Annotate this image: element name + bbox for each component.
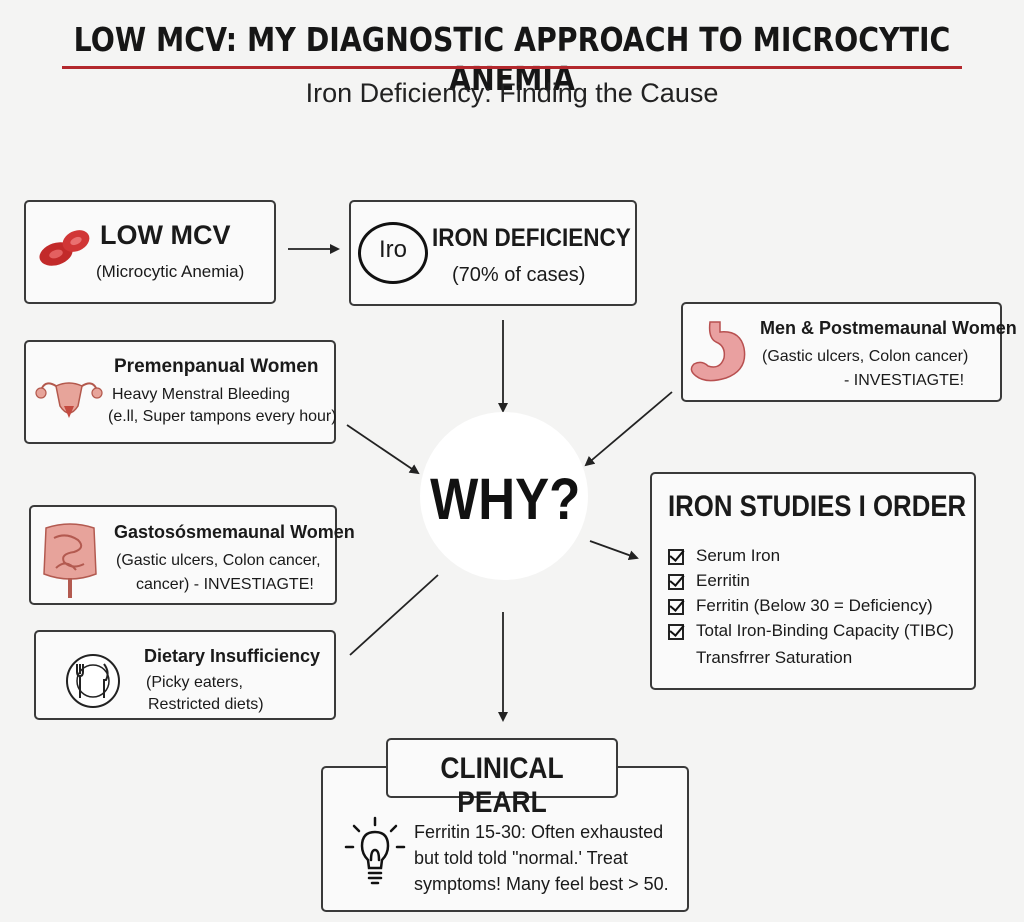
iron-studies-title: IRON STUDIES I ORDER [668, 490, 967, 523]
low-mcv-title: LOW MCV [100, 220, 231, 250]
study-item-3: Ferritin (Below 30 = Deficiency) [696, 596, 933, 615]
stomach-icon [690, 321, 746, 382]
iron-deficiency-title: IRON DEFICIENCY [432, 224, 631, 252]
why-circle [420, 412, 588, 580]
dietary-line2: Restricted diets) [148, 696, 264, 713]
checkbox-ferritin [668, 599, 684, 615]
pearl-line-3: symptoms! Many feel best > 50. [414, 874, 669, 894]
premenopausal-line1: Heavy Menstral Bleeding [112, 386, 290, 403]
men-postmeno-title: Men & Postmemaunal Women [760, 318, 1017, 338]
men-postmeno-line1: (Gastic ulcers, Colon cancer) [762, 348, 969, 365]
iron-icon-text: Iro [378, 236, 407, 263]
study-item-1: Serum Iron [696, 546, 781, 565]
gastro-line1: (Gastic ulcers, Colon cancer, [116, 552, 321, 569]
pearl-line-2: but told told "normal.' Treat [414, 848, 628, 868]
premenopausal-title: Premenpanual Women [114, 356, 319, 377]
red-blood-cells-icon [39, 230, 90, 266]
pearl-line-1: Ferritin 15-30: Often exhausted [414, 822, 664, 842]
study-item-4: Total Iron-Binding Capacity (TIBC) [696, 621, 954, 640]
checkbox-serum-iron [668, 549, 684, 565]
dietary-title: Dietary Insufficiency [144, 646, 321, 666]
checkbox-tibc [668, 624, 684, 640]
arrow-why-to-studies [589, 540, 639, 560]
checkbox-eerritin [668, 574, 684, 590]
lightbulb-icon [344, 816, 406, 885]
iron-element-icon [358, 222, 428, 284]
iron-studies-box [650, 472, 976, 690]
intestines-icon [43, 523, 97, 598]
study-item-extra: Transfrrer Saturation [696, 648, 853, 667]
arrow-premeno-to-why [346, 424, 420, 475]
iron-deficiency-box [349, 200, 637, 306]
premenopausal-line2: (e.ll, Super tampons every hour) [108, 408, 337, 425]
page-title: LOW MCV: MY DIAGNOSTIC APPROACH TO MICRO… [73, 20, 951, 98]
dietary-line1: (Picky eaters, [146, 674, 243, 691]
page-subtitle: Iron Deficiency: Finding the Cause [305, 78, 719, 108]
why-label: WHY? [430, 467, 581, 532]
clinical-pearl-tab [386, 738, 618, 798]
gastro-title: Gastosósmemaunal Women [114, 522, 355, 542]
uterus-icon [35, 382, 103, 418]
iron-deficiency-subtitle: (70% of cases) [452, 264, 586, 286]
plate-cutlery-icon [66, 654, 120, 708]
study-item-2: Eerritin [696, 571, 750, 590]
low-mcv-subtitle: (Microcytic Anemia) [96, 262, 245, 281]
gastro-line2: cancer) - INVESTIAGTE! [136, 576, 314, 593]
title-underline [62, 66, 962, 69]
arrow-men-to-why [584, 391, 673, 467]
clinical-pearl-title: CLINICAL PEARL [440, 752, 564, 819]
men-postmeno-line2: - INVESTIAGTE! [844, 372, 965, 389]
line-why-to-dietary [349, 574, 439, 656]
